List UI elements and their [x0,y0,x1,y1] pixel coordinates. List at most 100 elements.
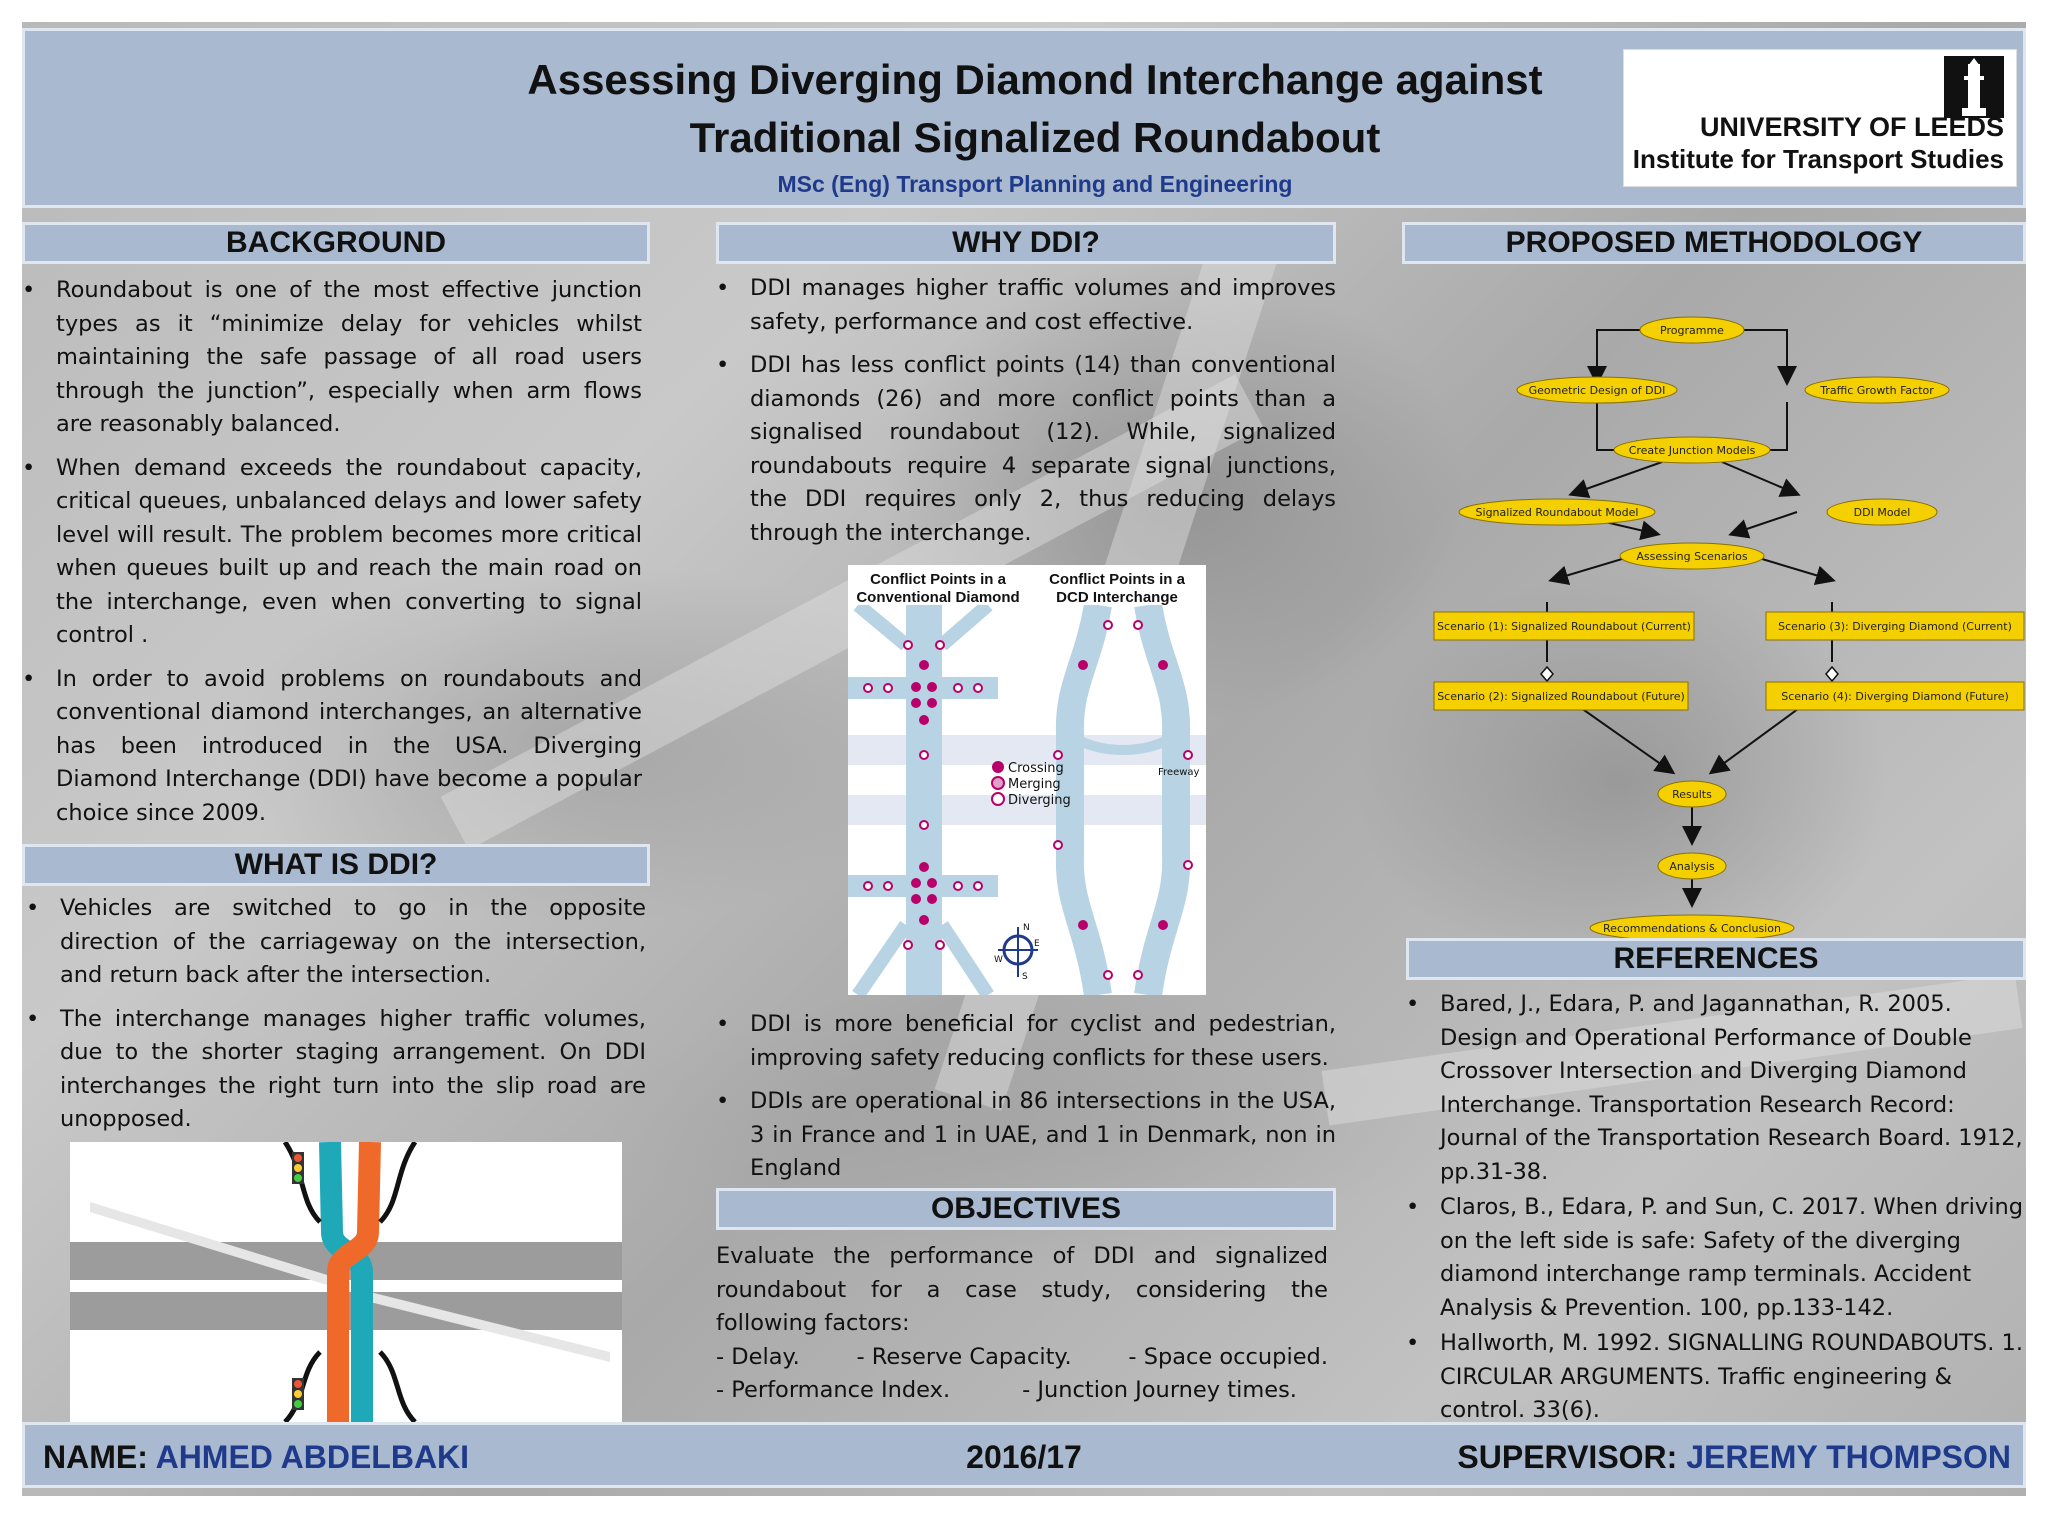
academic-year: 2016/17 [966,1439,1082,1475]
flow-node-scenario-2: Scenario (2): Signalized Roundabout (Fut… [1433,681,1689,711]
figure-title-line: Conflict Points in a [870,571,1006,588]
reference-item: Bared, J., Edara, P. and Jagannathan, R.… [1406,988,2026,1189]
author-name: NAME: AHMED ABDELBAKI [43,1439,469,1476]
supervisor-value: JEREMY THOMPSON [1686,1439,2011,1475]
methodology-heading: PROPOSED METHODOLOGY [1402,222,2026,264]
poster-title: Assessing Diverging Diamond Interchange … [385,51,1685,167]
name-value: AHMED ABDELBAKI [155,1439,470,1475]
why-ddi-text-top: DDI manages higher traffic volumes and i… [716,272,1336,560]
legend-crossing-label: Crossing [1008,761,1064,776]
flow-node-traffic-growth: Traffic Growth Factor [1804,376,1950,404]
header-banner: Assessing Diverging Diamond Interchange … [22,28,2026,208]
what-is-ddi-heading: WHAT IS DDI? [22,844,650,886]
why-ddi-bullet: DDI is more beneficial for cyclist and p… [716,1008,1336,1075]
why-ddi-bullet: DDIs are operational in 86 intersections… [716,1085,1336,1186]
ddi-diagram-drawing [70,1140,622,1424]
objective-factor: - Delay. [716,1343,800,1370]
legend-diverging-marker [991,792,1005,806]
legend-merging-label: Merging [1008,777,1061,792]
flow-node-results: Results [1657,780,1727,808]
parkinson-tower-icon [1944,56,2004,118]
name-label: NAME: [43,1439,148,1475]
background-bullet: Roundabout is one of the most effective … [22,274,642,442]
methodology-flowchart: Programme Geometric Design of DDI Traffi… [1433,316,2025,942]
objectives-factors-row-1: - Delay. - Reserve Capacity. - Space occ… [716,1341,1328,1375]
conventional-diamond-title: Conflict Points in a Conventional Diamon… [848,571,1028,607]
what-is-ddi-text: Vehicles are switched to go in the oppos… [26,892,646,1147]
flow-node-recommendations: Recommendations & Conclusion [1589,914,1795,942]
compass-north: N [1023,923,1030,933]
poster-subtitle: MSc (Eng) Transport Planning and Enginee… [777,171,1293,197]
flow-node-signalized-roundabout-model: Signalized Roundabout Model [1458,498,1656,526]
dcd-interchange-title: Conflict Points in a DCD Interchange [1028,571,1206,607]
flow-node-scenario-4: Scenario (4): Diverging Diamond (Future) [1765,681,2025,711]
logo-university-name: UNIVERSITY OF LEEDS [1699,112,2004,142]
legend-merging-marker [991,776,1005,790]
title-line-1: Assessing Diverging Diamond Interchange … [527,56,1543,103]
flow-node-label: DDI Model [1854,506,1911,519]
freeway-label: Freeway [1158,767,1200,778]
why-ddi-bullet: DDI manages higher traffic volumes and i… [716,272,1336,339]
legend-diverging-label: Diverging [1008,793,1071,808]
flow-node-ddi-model: DDI Model [1826,498,1938,526]
poster: Assessing Diverging Diamond Interchange … [22,22,2026,1496]
background-text: Roundabout is one of the most effective … [22,274,642,840]
reference-item: Claros, B., Edara, P. and Sun, C. 2017. … [1406,1191,2026,1325]
figure-title-line: DCD Interchange [1056,589,1178,606]
flow-node-label: Results [1672,788,1712,801]
compass-south: S [1022,972,1028,982]
objective-factor: - Performance Index. [716,1377,951,1403]
flow-node-scenario-1: Scenario (1): Signalized Roundabout (Cur… [1433,611,1695,641]
why-ddi-text-bottom: DDI is more beneficial for cyclist and p… [716,1008,1336,1196]
reference-item: Hallworth, M. 1992. SIGNALLING ROUNDABOU… [1406,1327,2026,1428]
flow-node-geometric-design: Geometric Design of DDI [1516,376,1678,404]
background-heading: BACKGROUND [22,222,650,264]
references-text: Bared, J., Edara, P. and Jagannathan, R.… [1406,988,2026,1430]
flow-node-label: Signalized Roundabout Model [1476,506,1639,519]
objectives-intro: Evaluate the performance of DDI and sign… [716,1243,1328,1336]
objective-factor: - Junction Journey times. [1022,1377,1297,1403]
flow-junction-icon [1825,665,1839,683]
flow-node-label: Scenario (1): Signalized Roundabout (Cur… [1437,620,1691,633]
flow-node-create-junction-models: Create Junction Models [1613,436,1771,464]
flow-node-label: Create Junction Models [1629,444,1756,457]
flow-node-label: Scenario (4): Diverging Diamond (Future) [1781,690,2009,703]
flow-node-label: Programme [1660,324,1724,337]
flow-node-assessing-scenarios: Assessing Scenarios [1619,542,1765,570]
flow-junction-icon [1540,665,1554,683]
objectives-heading: OBJECTIVES [716,1188,1336,1230]
flow-node-label: Traffic Growth Factor [1819,384,1934,397]
flow-node-label: Analysis [1669,860,1715,873]
university-logo: UNIVERSITY OF LEEDS Institute for Transp… [1623,49,2017,187]
flow-node-analysis: Analysis [1657,852,1727,880]
title-line-2: Traditional Signalized Roundabout [689,114,1381,161]
footer-banner: NAME: AHMED ABDELBAKI 2016/17 SUPERVISOR… [22,1422,2026,1488]
flow-node-label: Assessing Scenarios [1636,550,1748,563]
flow-node-label: Scenario (3): Diverging Diamond (Current… [1778,620,2012,633]
background-bullet: When demand exceeds the roundabout capac… [22,452,642,653]
supervisor-label: SUPERVISOR: [1457,1439,1678,1475]
flow-node-scenario-3: Scenario (3): Diverging Diamond (Current… [1765,611,2025,641]
background-bullet: In order to avoid problems on roundabout… [22,663,642,831]
conflict-points-figure: Conflict Points in a Conventional Diamon… [848,565,1206,995]
flow-node-label: Recommendations & Conclusion [1603,922,1781,935]
conflict-points-drawing: Crossing Merging Diverging Freeway N E S… [848,605,1206,995]
compass-west: W [994,955,1003,965]
flow-node-label: Scenario (2): Signalized Roundabout (Fut… [1437,690,1685,703]
supervisor-name: SUPERVISOR: JEREMY THOMPSON [1457,1439,2011,1476]
objective-factor: - Space occupied. [1128,1343,1328,1370]
objective-factor: - Reserve Capacity. [856,1343,1072,1370]
why-ddi-heading: WHY DDI? [716,222,1336,264]
figure-title-line: Conflict Points in a [1049,571,1185,588]
flow-node-label: Geometric Design of DDI [1529,384,1666,397]
logo-institute-name: Institute for Transport Studies [1632,144,2004,174]
figure-title-line: Conventional Diamond [856,589,1020,606]
compass-east: E [1034,939,1040,949]
ddi-diagram [70,1140,622,1424]
flow-node-programme: Programme [1639,316,1745,344]
compass-icon: N E S W [994,923,1040,982]
objectives-text: Evaluate the performance of DDI and sign… [716,1240,1328,1408]
references-heading: REFERENCES [1406,938,2026,980]
what-is-ddi-bullet: The interchange manages higher traffic v… [26,1003,646,1137]
what-is-ddi-bullet: Vehicles are switched to go in the oppos… [26,892,646,993]
